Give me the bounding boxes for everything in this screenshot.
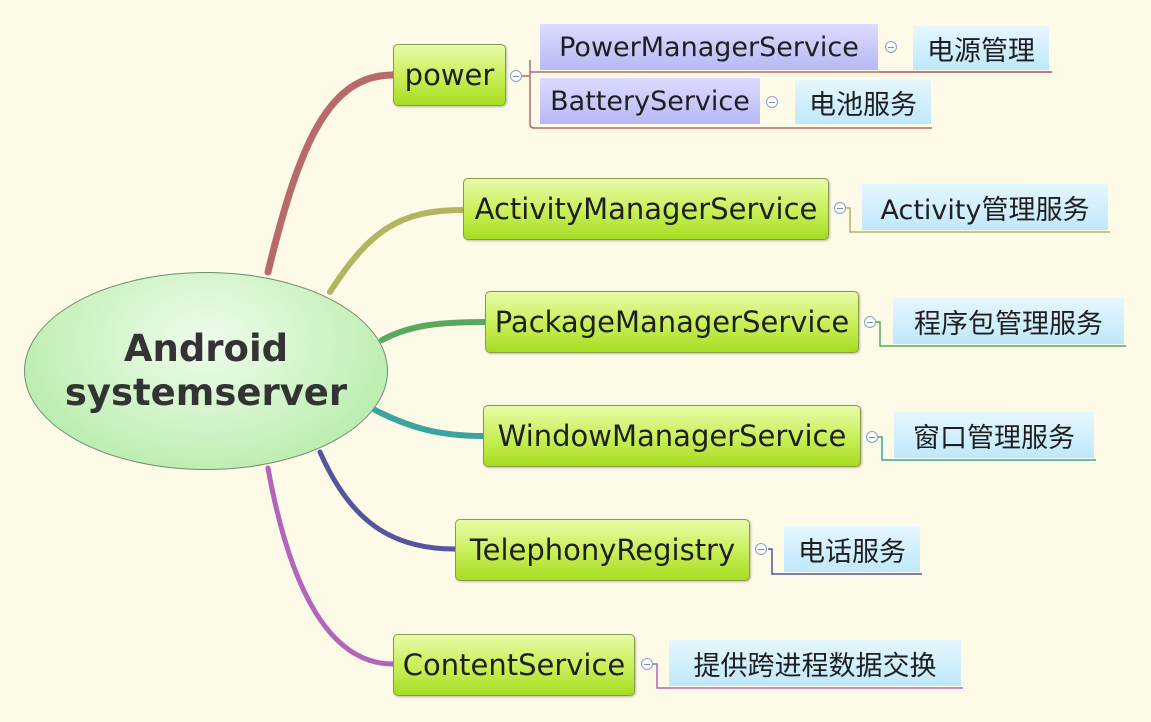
power-sub-connector [522, 60, 1052, 129]
branch-line-telephony [317, 449, 458, 552]
note-battery-service-text: 电池服务 [809, 89, 917, 121]
branch-line-power [264, 71, 397, 276]
collapse-toggle-icon[interactable] [510, 70, 522, 82]
topic-power[interactable]: power [393, 44, 506, 106]
branch-line-package [379, 319, 488, 343]
note-content-exchange-text: 提供跨进程数据交换 [693, 650, 937, 682]
branch-line-window [372, 407, 486, 439]
topic-telephonyregistry-label: TelephonyRegistry [469, 533, 736, 567]
topic-batteryservice[interactable]: BatteryService [540, 78, 760, 124]
note-activity-management: Activity管理服务 [862, 184, 1108, 230]
topic-contentservice[interactable]: ContentService [393, 634, 635, 696]
topic-telephonyregistry[interactable]: TelephonyRegistry [455, 519, 750, 581]
collapse-toggle-icon[interactable] [866, 431, 878, 443]
central-topic-line1: Android [123, 327, 289, 371]
window-note-connector [878, 436, 1096, 461]
collapse-toggle-icon[interactable] [641, 658, 653, 670]
topic-contentservice-label: ContentService [402, 648, 626, 682]
central-topic-android-systemserver[interactable]: Android systemserver [24, 272, 388, 470]
topic-windowmanagerservice[interactable]: WindowManagerService [483, 405, 861, 467]
note-window-management-text: 窗口管理服务 [913, 422, 1075, 454]
note-package-management: 程序包管理服务 [893, 298, 1124, 344]
note-power-management: 电源管理 [913, 26, 1049, 70]
content-note-connector [653, 663, 963, 689]
note-window-management: 窗口管理服务 [894, 412, 1094, 458]
topic-packagemanagerservice[interactable]: PackageManagerService [485, 291, 859, 353]
note-telephony-service-text: 电话服务 [798, 536, 906, 568]
note-battery-service: 电池服务 [795, 80, 931, 124]
collapse-toggle-icon[interactable] [755, 543, 767, 555]
note-package-management-text: 程序包管理服务 [914, 308, 1103, 340]
branch-line-activity [327, 207, 466, 295]
topic-powermanagerservice[interactable]: PowerManagerService [540, 24, 878, 70]
topic-activitymanagerservice[interactable]: ActivityManagerService [463, 178, 829, 240]
note-activity-management-text: Activity管理服务 [880, 194, 1090, 226]
telephony-note-connector [768, 548, 922, 575]
note-power-management-text: 电源管理 [927, 35, 1035, 67]
topic-windowmanagerservice-label: WindowManagerService [497, 419, 847, 453]
note-content-exchange: 提供跨进程数据交换 [669, 640, 961, 686]
activity-note-connector [846, 207, 1110, 233]
topic-packagemanagerservice-label: PackageManagerService [494, 305, 850, 339]
central-topic-line2: systemserver [64, 371, 348, 414]
topic-activitymanagerservice-label: ActivityManagerService [474, 192, 818, 226]
topic-power-label: power [404, 58, 495, 92]
collapse-toggle-icon[interactable] [864, 316, 876, 328]
topic-powermanagerservice-label: PowerManagerService [559, 31, 859, 63]
collapse-toggle-icon[interactable] [885, 41, 897, 53]
collapse-toggle-icon[interactable] [834, 202, 846, 214]
package-note-connector [876, 321, 1126, 347]
branch-line-content [265, 465, 396, 667]
topic-batteryservice-label: BatteryService [550, 85, 750, 117]
note-telephony-service: 电话服务 [784, 526, 920, 572]
collapse-toggle-icon[interactable] [766, 96, 778, 108]
